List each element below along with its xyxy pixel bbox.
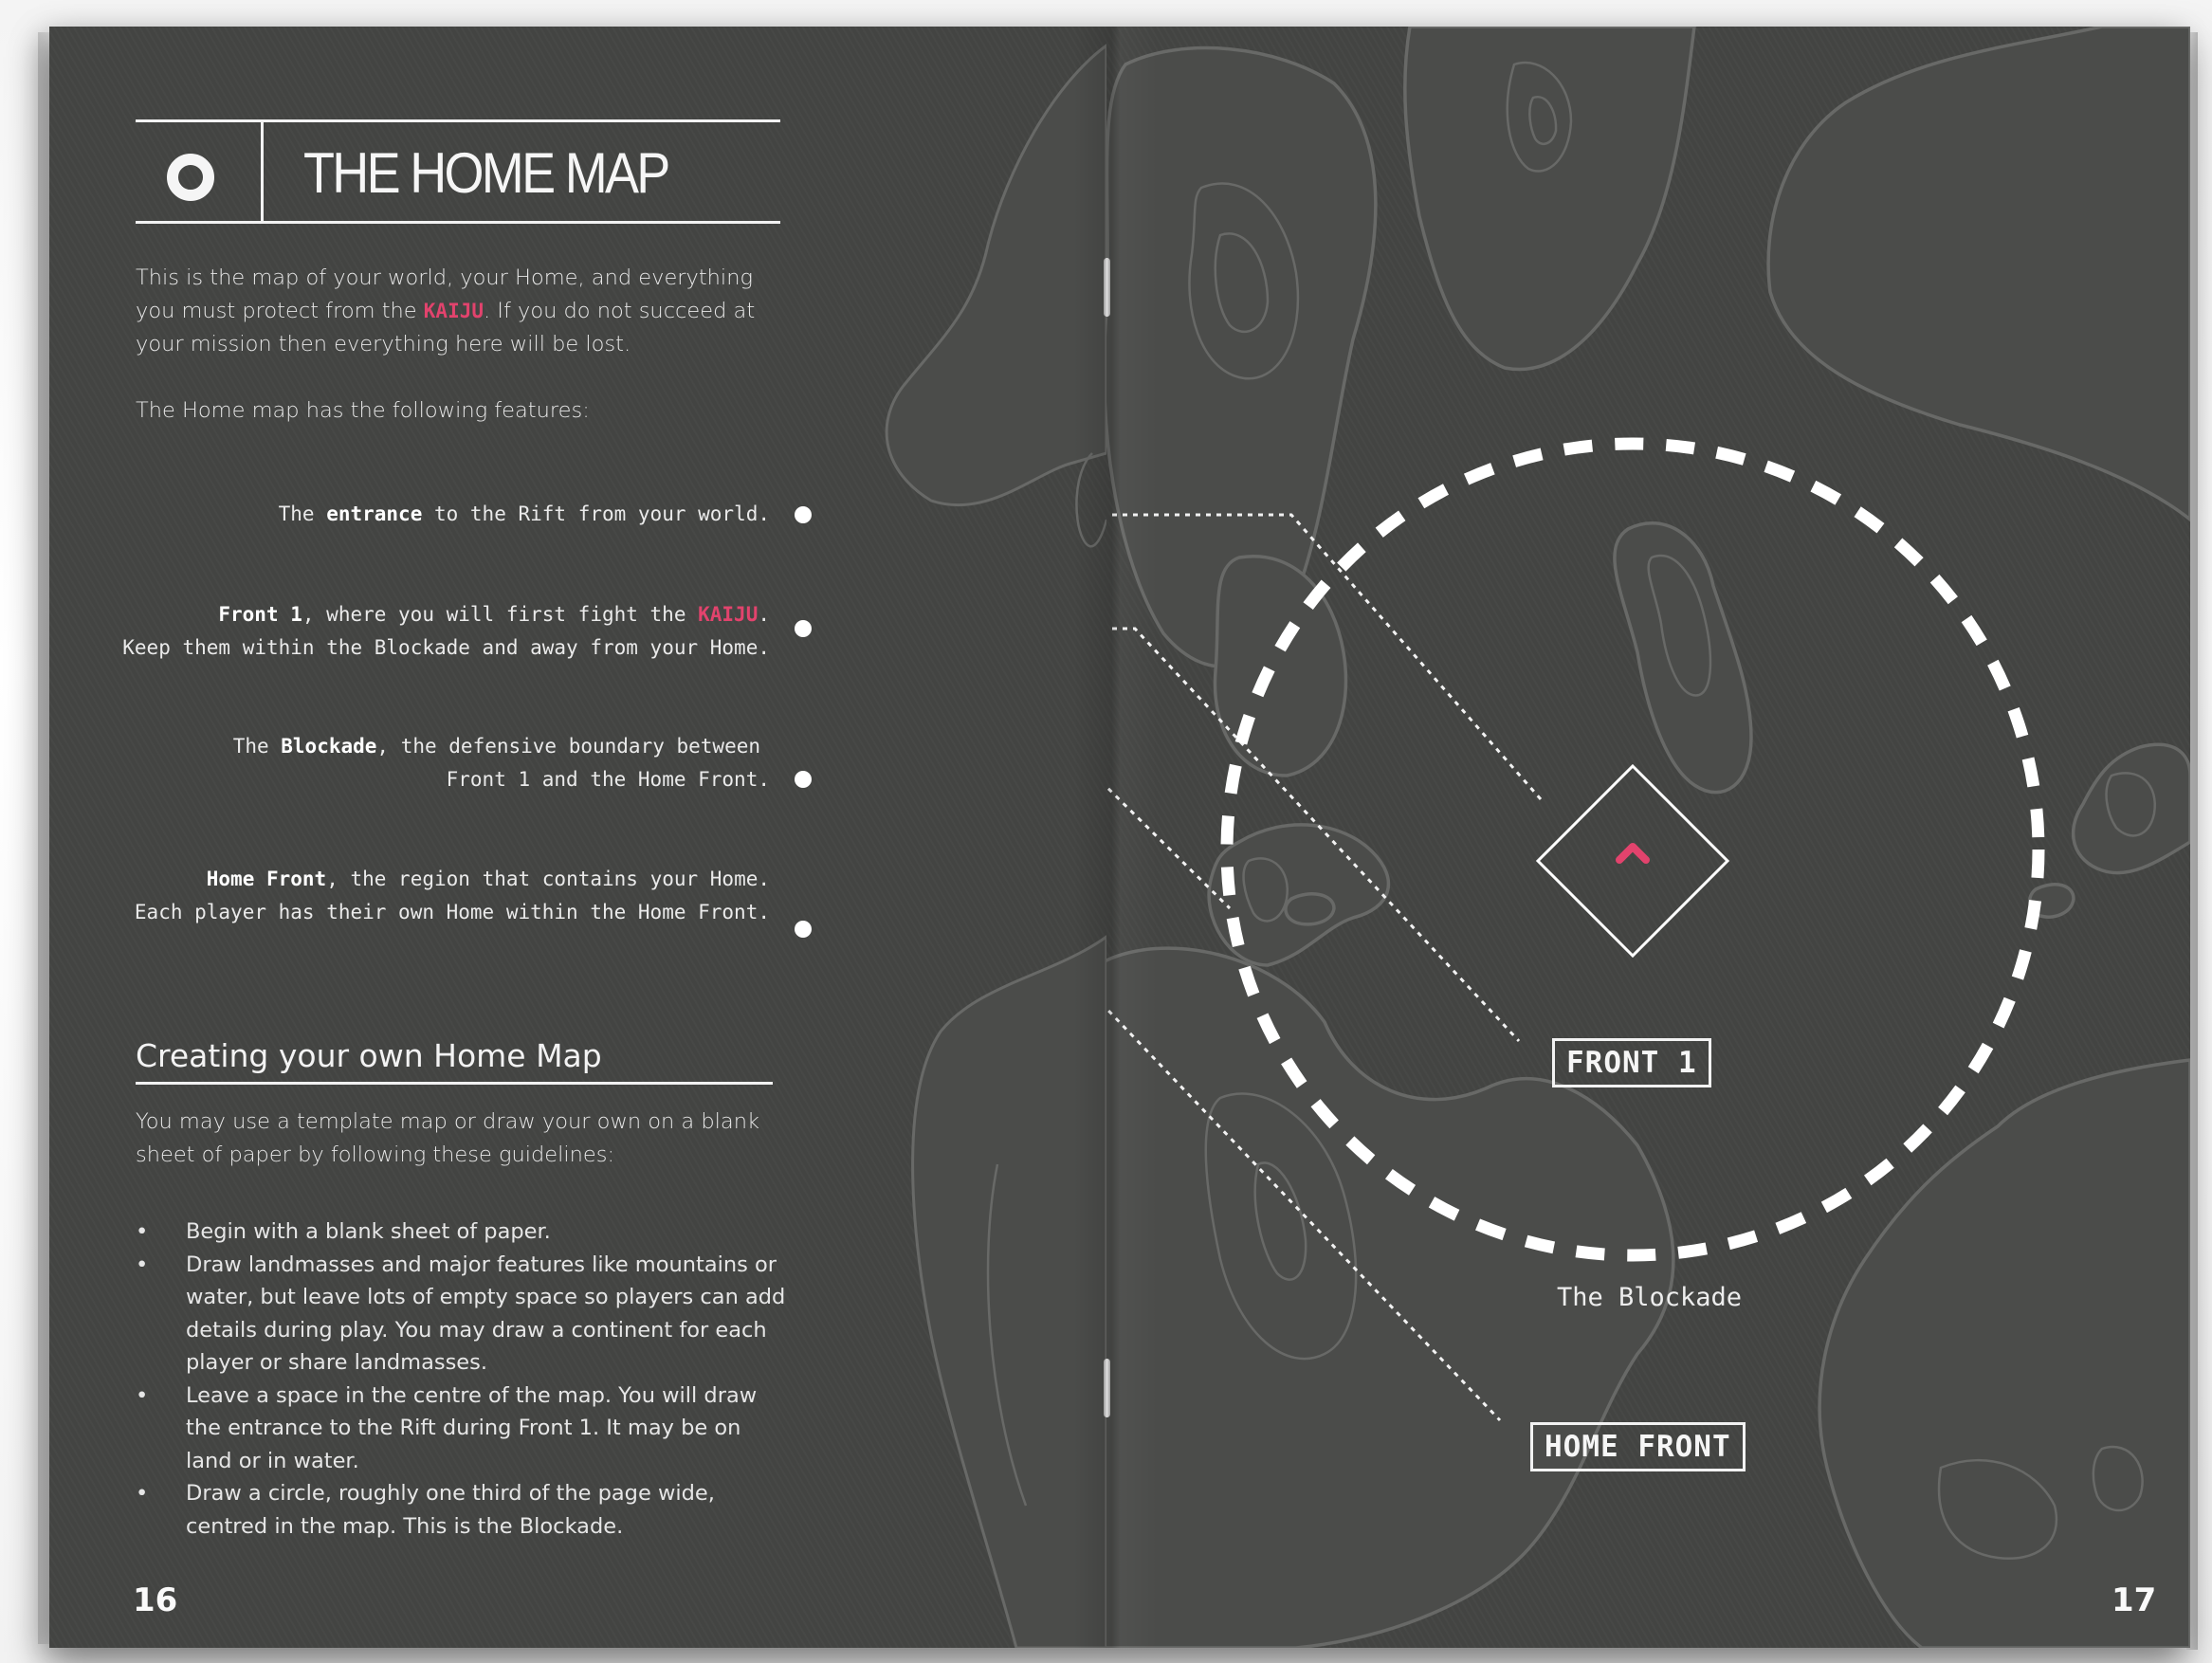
home-front-label: HOME FRONT xyxy=(1530,1422,1746,1471)
title-rule-top xyxy=(136,119,780,122)
features-lead: The Home map has the following features: xyxy=(136,398,590,423)
page-number-left: 16 xyxy=(133,1581,178,1619)
left-page-terrain xyxy=(885,44,1106,1648)
callout-dot xyxy=(795,620,812,637)
section-heading: Creating your own Home Map xyxy=(136,1037,773,1085)
chevron-up-icon xyxy=(1616,843,1650,864)
page-number-right: 17 xyxy=(2111,1581,2157,1619)
feature-front1: Front 1, where you will first fight the … xyxy=(122,603,770,659)
feature-blockade: The Blockade, the defensive boundary bet… xyxy=(232,735,770,791)
staple-bottom xyxy=(1104,1359,1110,1417)
callout-dot xyxy=(795,921,812,938)
right-page-terrain xyxy=(1106,27,2190,1648)
guidelines-list: •Begin with a blank sheet of paper. •Dra… xyxy=(136,1215,790,1543)
page-title: THE HOME MAP xyxy=(303,141,670,205)
intro-text-before: This is the map of your world, your Home… xyxy=(136,265,753,323)
guideline-item: •Leave a space in the centre of the map.… xyxy=(136,1382,758,1473)
guideline-item: •Draw landmasses and major features like… xyxy=(136,1252,786,1376)
right-page: FRONT 1 The Blockade HOME FRONT 17 xyxy=(1106,27,2190,1648)
title-block: THE HOME MAP xyxy=(136,119,780,224)
page-edge-left xyxy=(38,32,51,1644)
callout-dot xyxy=(795,506,812,523)
left-page: THE HOME MAP This is the map of your wor… xyxy=(49,27,1106,1648)
intro-text-after: . If you do not succeed at your mission … xyxy=(136,299,756,356)
title-rule-bottom xyxy=(136,221,780,224)
guideline-item: •Draw a circle, roughly one third of the… xyxy=(136,1481,715,1539)
guideline-item: •Begin with a blank sheet of paper. xyxy=(136,1219,551,1244)
front1-label: FRONT 1 xyxy=(1552,1038,1711,1087)
blockade-label: The Blockade xyxy=(1557,1283,1743,1312)
callout-dots xyxy=(795,506,812,938)
callout-dot xyxy=(795,771,812,788)
feature-home-front: Home Front, the region that contains you… xyxy=(134,868,770,923)
kaiju-highlight: KAIJU xyxy=(423,300,484,322)
rift-diamond xyxy=(1535,763,1730,959)
blockade-circle xyxy=(1220,437,2045,1262)
book-spread: THE HOME MAP This is the map of your wor… xyxy=(49,27,2190,1648)
leader-lines xyxy=(1106,513,1543,1422)
feature-entrance: The entrance to the Rift from your world… xyxy=(278,503,770,525)
staple-top xyxy=(1104,258,1110,317)
title-divider xyxy=(261,122,264,224)
intro-paragraph: This is the map of your world, your Home… xyxy=(136,262,790,361)
section-intro: You may use a template map or draw your … xyxy=(136,1109,759,1167)
